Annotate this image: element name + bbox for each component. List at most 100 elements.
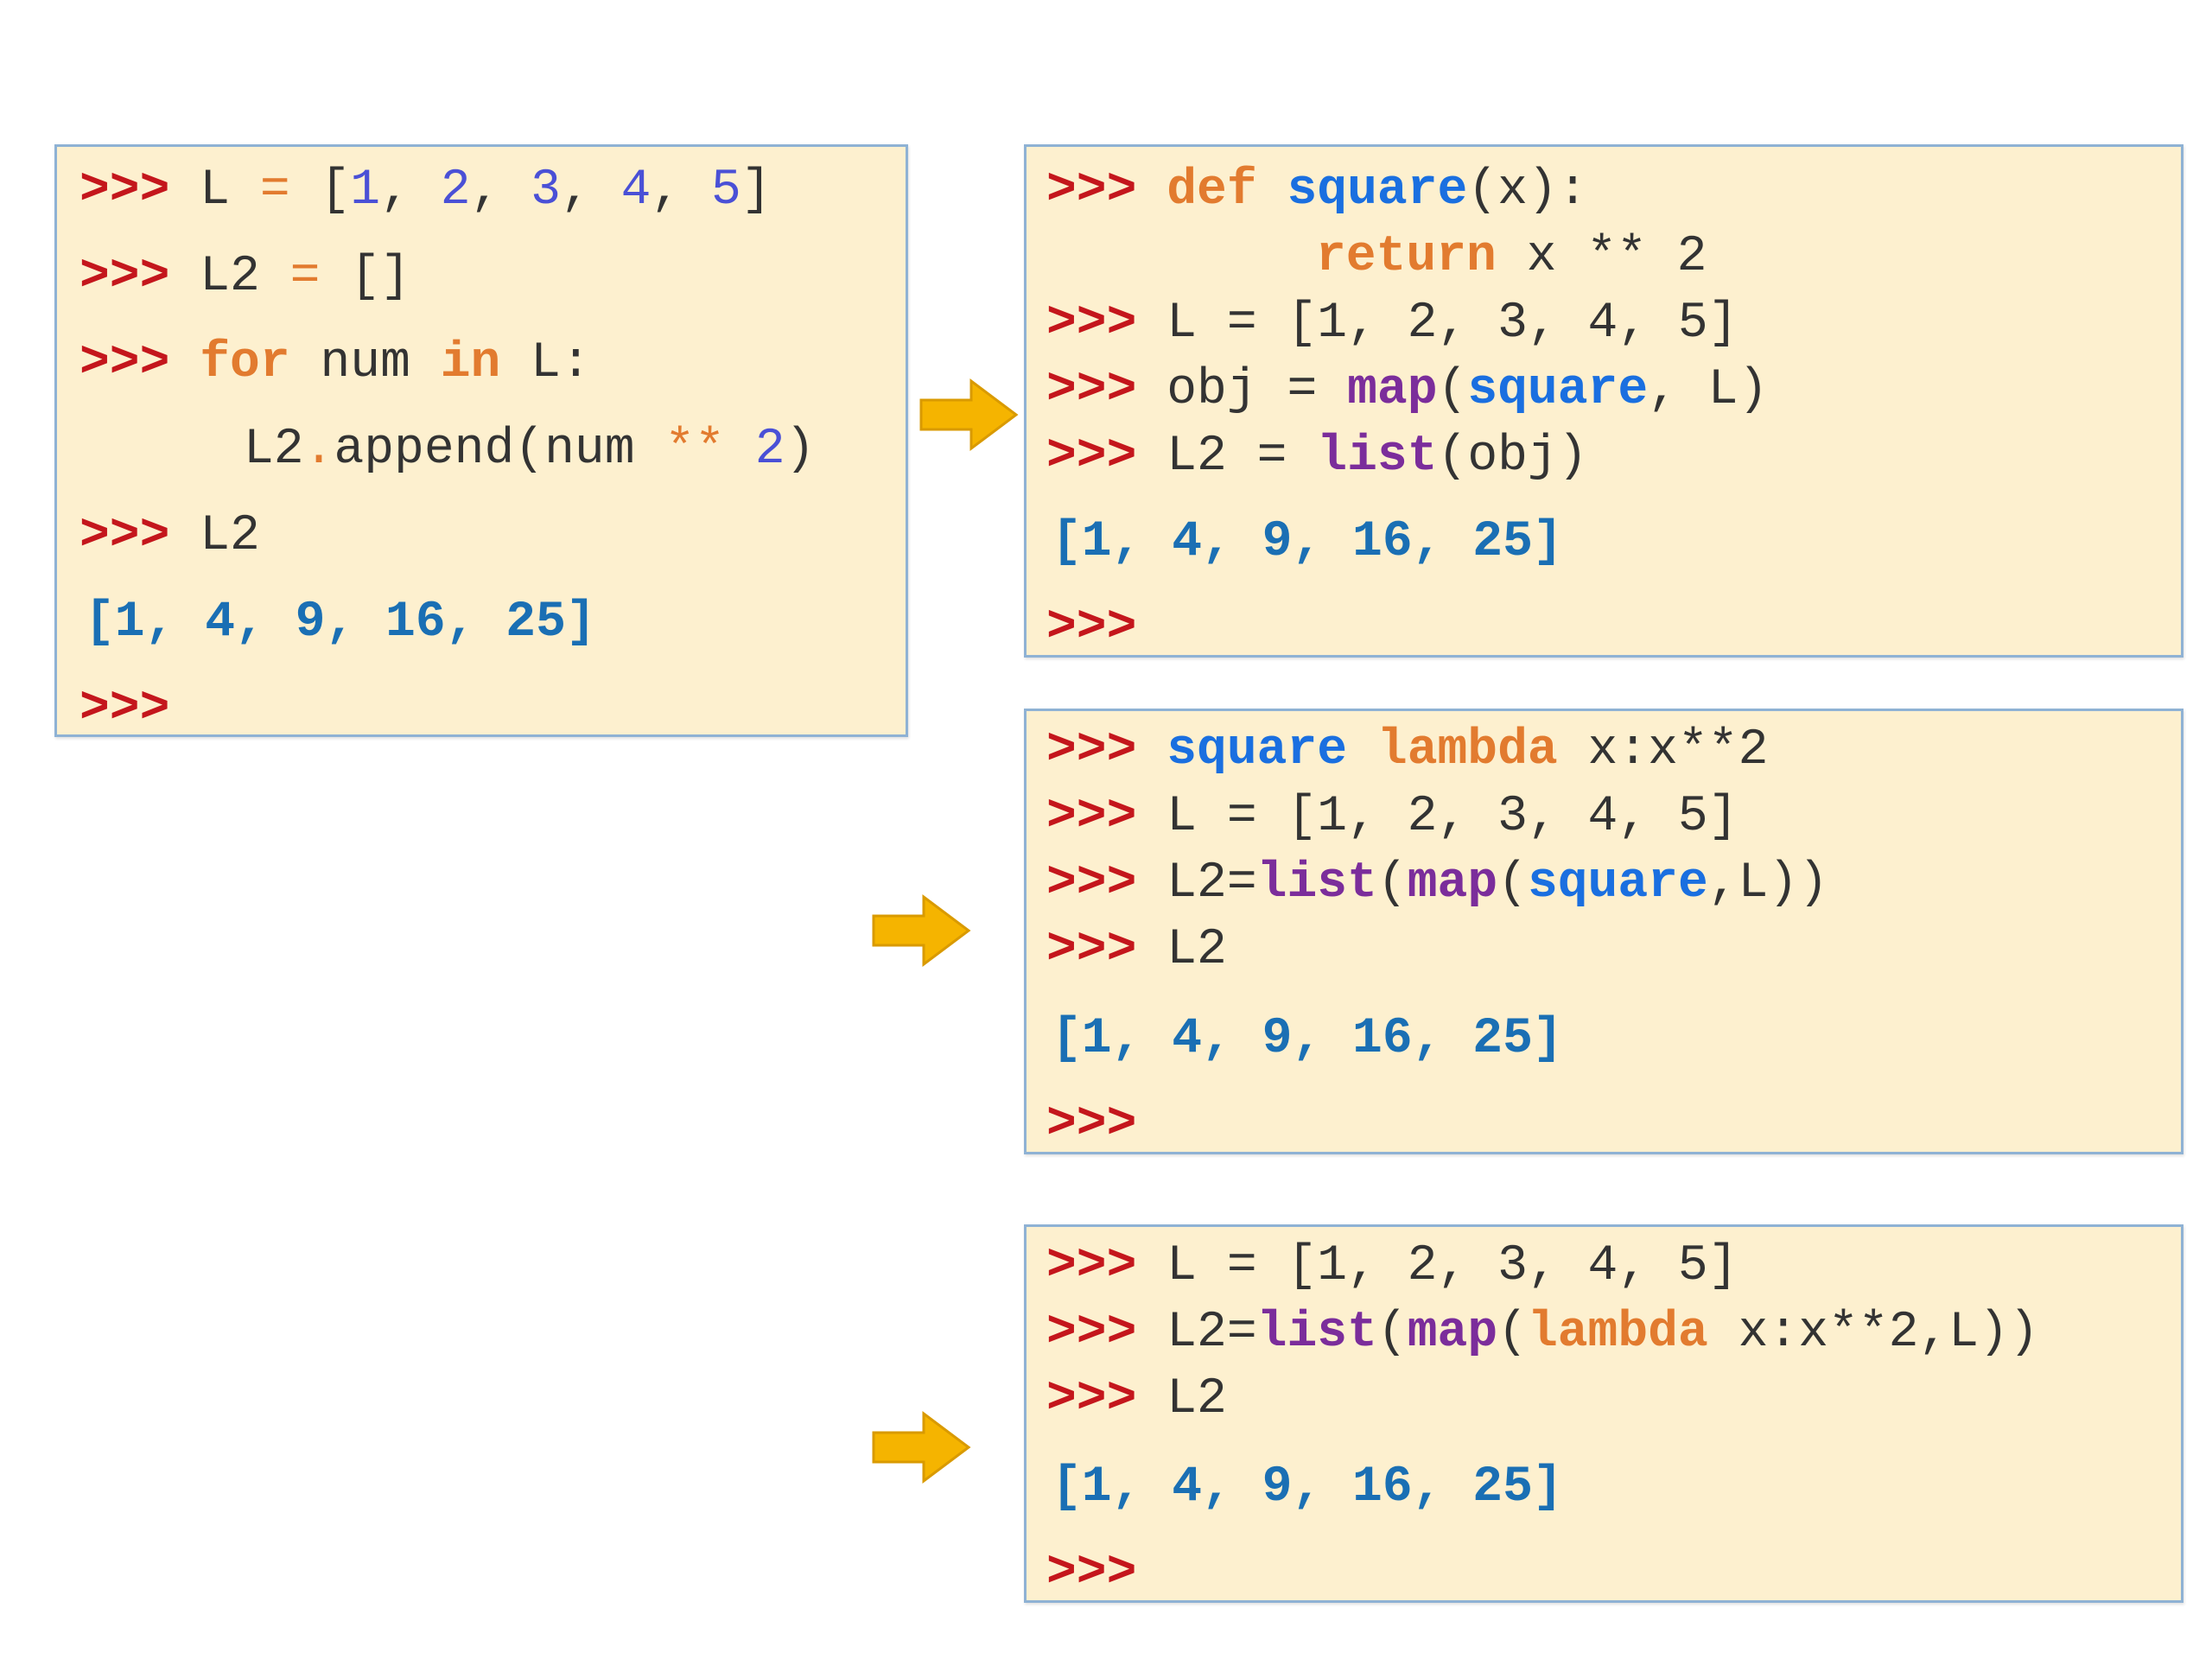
function-name: square: [1287, 162, 1468, 219]
prompt: >>>: [79, 162, 170, 219]
function-name: square: [1527, 855, 1708, 912]
prompt: >>>: [79, 249, 170, 305]
arrow-right-icon: [872, 1411, 971, 1484]
number: 4: [620, 162, 652, 219]
prompt: >>>: [1046, 429, 1137, 485]
code-text: (: [1376, 1305, 1408, 1361]
code-line: >>> obj = map(square, L): [1046, 365, 1768, 416]
code-text: x:x**2,L)): [1707, 1305, 2039, 1361]
code-text: [: [320, 162, 351, 219]
prompt: >>>: [1046, 922, 1137, 978]
prompt: >>>: [1046, 1096, 1137, 1153]
operator: **: [664, 422, 725, 478]
code-text: (: [1497, 855, 1528, 912]
code-text: (x):: [1467, 162, 1588, 219]
code-panel-for-loop: >>> L = [1, 2, 3, 4, 5] >>> L2 = [] >>> …: [54, 144, 908, 737]
prompt: >>>: [1046, 855, 1137, 912]
code-line: >>> for num in L:: [79, 339, 591, 389]
keyword: def: [1166, 162, 1257, 219]
code-line: >>> L = [1, 2, 3, 4, 5]: [1046, 792, 1738, 842]
code-line: >>> L2=list(map(square,L)): [1046, 859, 1828, 909]
code-text: ]: [741, 162, 772, 219]
code-text: ,: [651, 162, 682, 219]
code-text: ,: [560, 162, 591, 219]
code-text: L2=: [1166, 855, 1257, 912]
code-text: L = [1, 2, 3, 4, 5]: [1166, 1238, 1738, 1294]
number: 5: [711, 162, 741, 219]
operator: =: [289, 249, 321, 305]
code-text: ,: [470, 162, 501, 219]
code-line: >>> L = [1, 2, 3, 4, 5]: [1046, 299, 1738, 349]
code-text: L2: [244, 422, 304, 478]
keyword: return: [1316, 229, 1497, 285]
arrow-right-icon: [919, 378, 1019, 451]
code-text: ,: [380, 162, 410, 219]
prompt: >>>: [1046, 1545, 1137, 1601]
code-line: >>> square lambda x:x**2: [1046, 726, 1768, 776]
code-text: L2: [200, 508, 260, 564]
arrow-right-icon: [872, 894, 971, 967]
code-line: >>> L2=list(map(lambda x:x**2,L)): [1046, 1308, 2039, 1358]
number: 1: [350, 162, 381, 219]
code-text: num: [320, 335, 410, 391]
code-text: x ** 2: [1526, 229, 1707, 285]
code-text: (: [1376, 855, 1408, 912]
prompt: >>>: [1046, 789, 1137, 845]
code-text: obj =: [1166, 362, 1318, 418]
prompt: >>>: [1046, 722, 1137, 779]
number: 2: [754, 422, 785, 478]
code-text: x:x**2: [1587, 722, 1769, 779]
prompt: >>>: [79, 681, 170, 737]
code-line: >>> L2 = list(obj): [1046, 432, 1588, 482]
code-text: L: [200, 162, 231, 219]
code-text: , L): [1648, 362, 1769, 418]
code-text: append(num: [334, 422, 635, 478]
code-text: (: [1437, 362, 1468, 418]
output-line: [1, 4, 9, 16, 25]: [1052, 1459, 1563, 1516]
code-text: L2: [1166, 922, 1227, 978]
code-panel-map-def: >>> def square(x): return x ** 2 >>> L =…: [1024, 144, 2183, 658]
code-panel-named-lambda: >>> square lambda x:x**2 >>> L = [1, 2, …: [1024, 709, 2183, 1154]
code-line: >>> L2: [1046, 925, 1227, 976]
prompt: >>>: [79, 335, 170, 391]
prompt: >>>: [1046, 600, 1137, 656]
prompt: >>>: [1046, 296, 1137, 352]
function-name: square: [1467, 362, 1649, 418]
builtin: list: [1256, 855, 1377, 912]
code-text: L = [1, 2, 3, 4, 5]: [1166, 296, 1738, 352]
code-line: L2.append(num ** 2): [244, 425, 815, 475]
keyword: for: [200, 335, 290, 391]
number: 2: [440, 162, 471, 219]
builtin: list: [1256, 1305, 1377, 1361]
prompt: >>>: [1046, 1371, 1137, 1427]
code-text: ,L)): [1707, 855, 1829, 912]
code-line: >>> L = [1, 2, 3, 4, 5]: [1046, 1242, 1738, 1292]
output-line: [1, 4, 9, 16, 25]: [85, 594, 596, 651]
code-text: L2=: [1166, 1305, 1257, 1361]
builtin: list: [1317, 429, 1438, 485]
builtin: map: [1407, 855, 1498, 912]
keyword: in: [440, 335, 501, 391]
code-text: L2: [1166, 1371, 1227, 1427]
prompt: >>>: [1046, 162, 1137, 219]
code-text: L:: [531, 335, 591, 391]
operator: .: [303, 422, 334, 478]
code-text: L = [1, 2, 3, 4, 5]: [1166, 789, 1738, 845]
builtin: map: [1407, 1305, 1498, 1361]
code-text: ): [785, 422, 816, 478]
number: 3: [531, 162, 561, 219]
code-text: L2 =: [1166, 429, 1287, 485]
code-line: return x ** 2: [1316, 232, 1707, 283]
prompt: >>>: [1046, 362, 1137, 418]
keyword: lambda: [1376, 722, 1558, 779]
output-line: [1, 4, 9, 16, 25]: [1052, 514, 1563, 570]
code-line: >>> L2: [1046, 1375, 1227, 1425]
code-line: >>> L = [1, 2, 3, 4, 5]: [79, 166, 772, 216]
code-line: >>> def square(x):: [1046, 166, 1588, 216]
builtin: map: [1347, 362, 1438, 418]
keyword: lambda: [1527, 1305, 1708, 1361]
operator: =: [259, 162, 290, 219]
code-text: (obj): [1437, 429, 1588, 485]
output-line: [1, 4, 9, 16, 25]: [1052, 1011, 1563, 1067]
function-name: square: [1166, 722, 1348, 779]
